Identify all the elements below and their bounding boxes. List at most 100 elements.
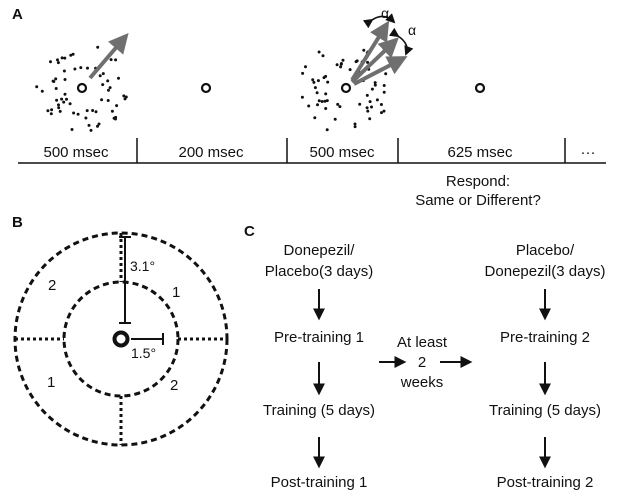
random-dot (56, 58, 59, 62)
random-dot (84, 116, 88, 120)
random-dot (63, 78, 67, 81)
random-dot (49, 112, 53, 116)
random-dot (316, 103, 319, 107)
random-dot (300, 95, 304, 99)
random-dot (333, 117, 337, 121)
panel-label-a: A (12, 6, 23, 23)
random-dot (338, 105, 342, 109)
random-dot (96, 45, 100, 49)
random-dot (69, 53, 73, 57)
random-dot (341, 58, 345, 62)
random-dot (380, 111, 383, 115)
right-drug-line1: Placebo/ (515, 242, 575, 259)
random-dot (301, 71, 305, 75)
random-dot (304, 65, 307, 69)
duration-response-window: 625 msec (447, 144, 513, 161)
sector-label-lower-left: 1 (47, 374, 56, 391)
random-dot (368, 117, 372, 121)
random-dot (307, 104, 311, 108)
motion-arrow-ccw (350, 20, 390, 82)
random-dot (85, 109, 89, 113)
random-dot (63, 56, 67, 60)
random-dot (316, 79, 320, 83)
random-dot (96, 124, 99, 128)
fixation-point-1 (76, 82, 88, 94)
random-dot (317, 99, 321, 103)
fixation-point-4 (474, 82, 486, 94)
gap-line3: weeks (400, 374, 444, 391)
motion-arrow-reference (350, 37, 399, 84)
random-dot (63, 92, 67, 96)
right-post-training: Post-training 2 (496, 474, 594, 491)
random-dot (60, 56, 64, 60)
random-dot (91, 109, 95, 112)
right-pre-training: Pre-training 2 (499, 329, 591, 346)
random-dot (339, 65, 343, 69)
random-dot (65, 97, 68, 101)
random-dot (86, 66, 89, 70)
random-dot (365, 93, 369, 97)
random-dot (57, 106, 61, 110)
random-dot (114, 58, 118, 62)
random-dot (54, 77, 58, 81)
central-fixation (112, 330, 130, 348)
random-dot (317, 50, 321, 54)
motion-arrow-1 (88, 32, 129, 80)
random-dot (51, 79, 55, 83)
random-dot (324, 107, 328, 110)
alpha-label-upper: α (381, 5, 390, 21)
random-dot (110, 109, 114, 113)
random-dot (366, 109, 370, 113)
left-pre-training: Pre-training 1 (273, 329, 365, 346)
random-dot (373, 81, 377, 85)
random-dot (40, 89, 44, 93)
duration-stimulus-1: 500 msec (43, 144, 109, 161)
random-dot (379, 103, 383, 106)
random-dot (358, 102, 362, 106)
random-dot (50, 108, 54, 112)
random-dot (55, 98, 59, 102)
random-dot (336, 102, 340, 106)
random-dot (79, 66, 83, 70)
random-dot (362, 48, 366, 52)
random-dot (62, 100, 66, 104)
alpha-arc-upper (362, 13, 396, 29)
sector-label-upper-left: 2 (48, 277, 57, 294)
random-dot (313, 116, 317, 120)
random-dot (335, 63, 339, 67)
random-dot (35, 85, 39, 89)
duration-isi: 200 msec (178, 144, 244, 161)
random-dot (109, 58, 113, 62)
random-dot (87, 123, 91, 127)
left-training: Training (5 days) (263, 402, 375, 419)
random-dot (98, 74, 102, 78)
random-dot (107, 88, 110, 92)
random-dot (315, 91, 319, 95)
random-dot (366, 60, 370, 64)
random-dot (60, 97, 64, 101)
random-dot (97, 122, 101, 126)
random-dot (326, 80, 330, 84)
random-dot (73, 67, 77, 71)
random-dot (370, 105, 373, 109)
random-dot (382, 109, 386, 113)
random-dot (106, 79, 110, 83)
random-dot (373, 83, 377, 87)
random-dot (94, 110, 98, 114)
fixation-point-3 (340, 82, 352, 94)
alpha-label-lower: α (408, 22, 417, 38)
sector-label-lower-right: 2 (170, 377, 179, 394)
random-dot (106, 99, 110, 102)
random-dot (375, 98, 379, 102)
random-dot (114, 115, 118, 119)
random-dot (384, 72, 388, 76)
duration-stimulus-2: 500 msec (309, 144, 375, 161)
random-dot (54, 87, 58, 90)
random-dot (115, 104, 119, 108)
random-dot (101, 72, 105, 76)
random-dot (56, 61, 60, 65)
random-dot (100, 98, 104, 102)
dot-field-2 (300, 48, 388, 132)
random-dot (324, 74, 328, 78)
random-dot (368, 100, 372, 104)
